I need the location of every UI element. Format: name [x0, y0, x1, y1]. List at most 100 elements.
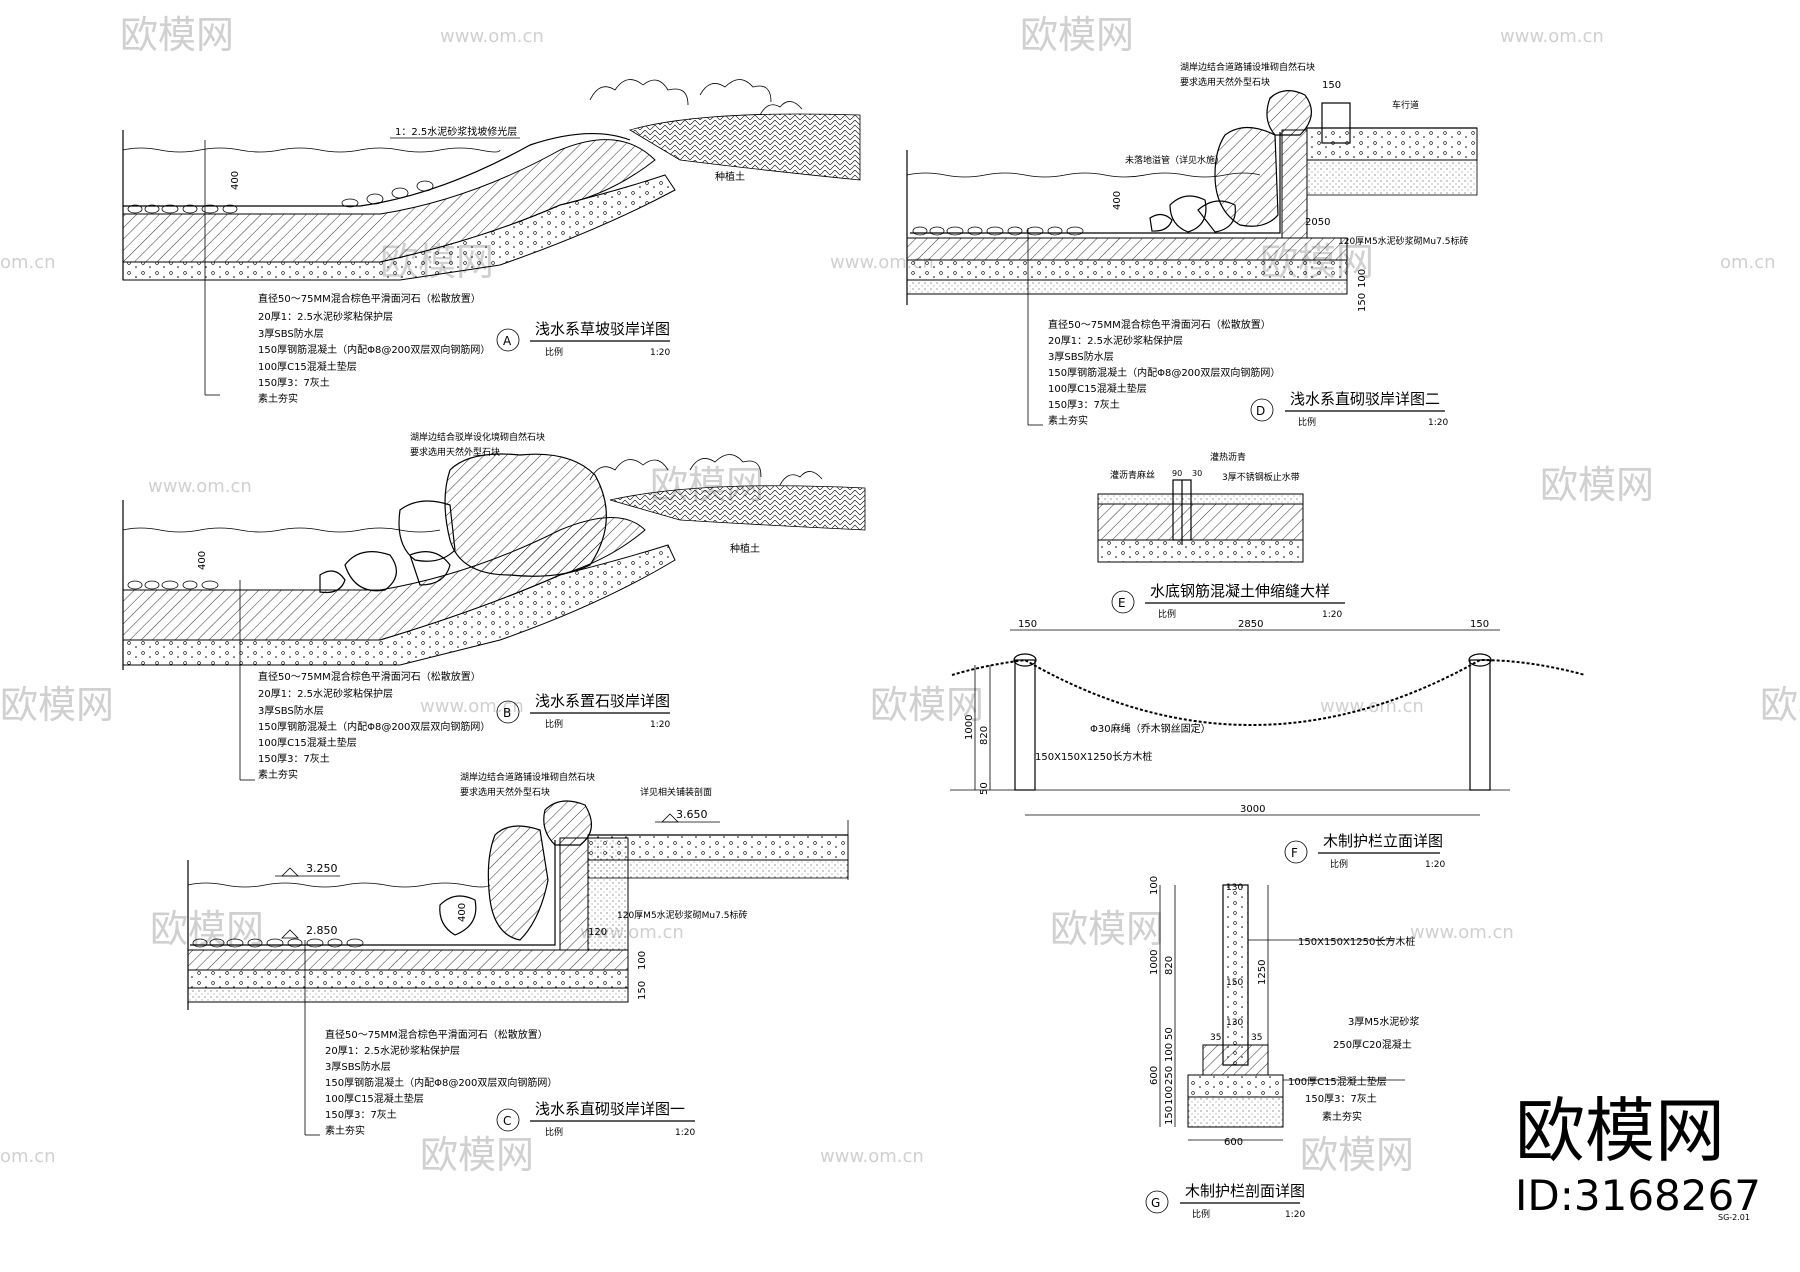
river-stones	[912, 226, 1084, 236]
layer-label: 素土夯实	[258, 392, 298, 405]
svg-text:F: F	[1291, 846, 1298, 860]
svg-text:100: 100	[1164, 1086, 1175, 1105]
detail-marker	[1250, 398, 1274, 422]
detail-marker	[496, 328, 520, 352]
watermark-url: om.cn	[1720, 252, 1776, 273]
layer-label: 素土夯实	[325, 1124, 365, 1137]
detail-a-letter: A	[503, 334, 512, 348]
svg-text:100: 100	[1149, 876, 1160, 895]
detail-b-layer-list: 直径50～75MM混合棕色平滑面河石（松散放置） 20厚1：2.5水泥砂浆粘保护…	[258, 670, 490, 781]
layer-label: 150X150X1250长方木桩	[1298, 935, 1415, 948]
svg-text:D: D	[1256, 404, 1265, 418]
detail-a-side-note: 种植土	[715, 170, 745, 183]
svg-text:1:20: 1:20	[675, 1128, 695, 1138]
layer-label: 150厚3：7灰土	[1048, 398, 1120, 411]
shrub-icon	[589, 454, 823, 486]
detail-g: 100 1000 820 50 100 250 600 100 150 130 …	[1145, 876, 1419, 1220]
svg-text:50: 50	[1164, 1027, 1175, 1040]
svg-text:250: 250	[1164, 1066, 1175, 1085]
detail-b: 湖岸边结合驳岸设化境砌自然石块 要求选用天然外型石块 种植土 400 直径50～…	[122, 431, 866, 781]
boulder	[487, 825, 549, 941]
watermark-brand: 欧模网	[0, 683, 114, 727]
watermark-url: www.om.cn	[440, 26, 544, 47]
layer-label: 3厚SBS防水层	[258, 704, 324, 717]
svg-text:3.250: 3.250	[306, 862, 338, 875]
svg-text:600: 600	[1149, 1066, 1160, 1085]
svg-text:2050: 2050	[1305, 217, 1330, 228]
svg-text:比例: 比例	[1192, 1208, 1210, 1220]
svg-text:400: 400	[197, 551, 208, 570]
svg-text:要求选用天然外型石块: 要求选用天然外型石块	[410, 446, 500, 458]
svg-text:150: 150	[637, 981, 648, 1000]
watermark-url: www.om.cn	[1410, 922, 1514, 943]
svg-text:比例: 比例	[1158, 608, 1176, 620]
curb-stone	[1321, 102, 1351, 144]
svg-text:1:20: 1:20	[1322, 610, 1342, 620]
boulder	[444, 453, 607, 577]
rope	[951, 658, 1586, 726]
watermark-brand: 欧模网	[1760, 683, 1800, 727]
svg-text:150: 150	[1357, 293, 1368, 312]
svg-text:150: 150	[1470, 619, 1489, 630]
layer-label: 3厚SBS防水层	[325, 1060, 391, 1073]
svg-text:B: B	[503, 706, 511, 720]
svg-text:120厚M5水泥砂浆砌Mu7.5标砖: 120厚M5水泥砂浆砌Mu7.5标砖	[1338, 235, 1468, 247]
detail-a-title: 浅水系草坡驳岸详图	[535, 320, 670, 338]
detail-marker	[1145, 1190, 1169, 1214]
brand-mark: 欧模网 ID:3168267 SG-2.01	[1515, 1090, 1761, 1222]
detail-marker	[496, 700, 520, 724]
wood-post	[1014, 659, 1036, 791]
wood-post	[1222, 884, 1249, 1066]
detail-f: 150 2850 150 1000 820 50 Φ30麻绳（乔木钢丝固定） 1…	[950, 619, 1586, 870]
detail-d-title: 浅水系直砌驳岸详图二	[1290, 390, 1440, 408]
layer-label: 150厚钢筋混凝土（内配Φ8@200双层双向钢筋网）	[1048, 366, 1280, 379]
svg-text:400: 400	[1112, 191, 1123, 210]
layer-label: 150厚3：7灰土	[325, 1108, 397, 1121]
svg-text:100: 100	[637, 951, 648, 970]
watermark-brand: 欧模网	[870, 683, 984, 727]
layer-label: 直径50～75MM混合棕色平滑面河石（松散放置）	[258, 292, 481, 305]
svg-text:820: 820	[1164, 956, 1175, 975]
watermark-brand: 欧模网	[1050, 907, 1164, 951]
layer-label: 20厚1：2.5水泥砂浆粘保护层	[325, 1044, 460, 1057]
sheet-code: SG-2.01	[1718, 1213, 1750, 1222]
svg-text:C: C	[503, 1114, 511, 1128]
detail-a-dim: 400	[230, 171, 241, 190]
svg-text:E: E	[1118, 596, 1126, 610]
svg-text:400: 400	[457, 903, 468, 922]
layer-label: 100厚C15混凝土垫层	[325, 1092, 424, 1105]
svg-text:灌热沥青: 灌热沥青	[1210, 451, 1246, 463]
svg-text:1:20: 1:20	[650, 348, 670, 358]
layer-label: 直径50～75MM混合棕色平滑面河石（松散放置）	[1048, 318, 1271, 331]
watermark-brand: 欧模网	[120, 13, 234, 57]
layer-label: 150厚3：7灰土	[1305, 1092, 1377, 1105]
svg-text:车行道: 车行道	[1392, 99, 1419, 111]
watermark-url: om.cn	[0, 252, 56, 273]
detail-c: 湖岸边结合道路铺设堆砌自然石块 要求选用天然外型石块 详见相关铺装剖面 3.65…	[187, 771, 849, 1138]
svg-text:1:20: 1:20	[650, 720, 670, 730]
detail-a-top-note: 1：2.5水泥砂浆找坡修光层	[395, 125, 517, 138]
detail-d: 湖岸边结合道路铺设堆砌自然石块 要求选用天然外型石块 车行道 未落地溢管（详见水…	[906, 61, 1478, 428]
river-stones	[192, 938, 364, 948]
svg-text:130: 130	[1226, 883, 1243, 893]
boulder	[1214, 126, 1279, 227]
svg-text:灌沥青麻丝: 灌沥青麻丝	[1110, 469, 1155, 481]
svg-text:比例: 比例	[545, 346, 563, 358]
svg-text:820: 820	[979, 726, 990, 745]
svg-text:30: 30	[1192, 469, 1202, 478]
layer-label: 100厚C15混凝土垫层	[258, 360, 357, 373]
svg-text:要求选用天然外型石块: 要求选用天然外型石块	[1180, 76, 1270, 88]
watermark-brand: 欧模网	[420, 1133, 534, 1177]
layer-label: 150厚3：7灰土	[258, 752, 330, 765]
svg-text:2850: 2850	[1238, 619, 1263, 630]
svg-text:1:20: 1:20	[1285, 1210, 1305, 1220]
layer-label: 直径50～75MM混合棕色平滑面河石（松散放置）	[325, 1028, 548, 1041]
svg-text:120: 120	[588, 927, 607, 938]
detail-e-title: 水底钢筋混凝土伸缩缝大样	[1150, 582, 1330, 600]
svg-text:35: 35	[1251, 1033, 1262, 1043]
svg-text:1000: 1000	[1149, 950, 1160, 975]
svg-text:1:20: 1:20	[1425, 860, 1445, 870]
detail-marker	[496, 1108, 520, 1132]
svg-text:90: 90	[1172, 469, 1182, 478]
